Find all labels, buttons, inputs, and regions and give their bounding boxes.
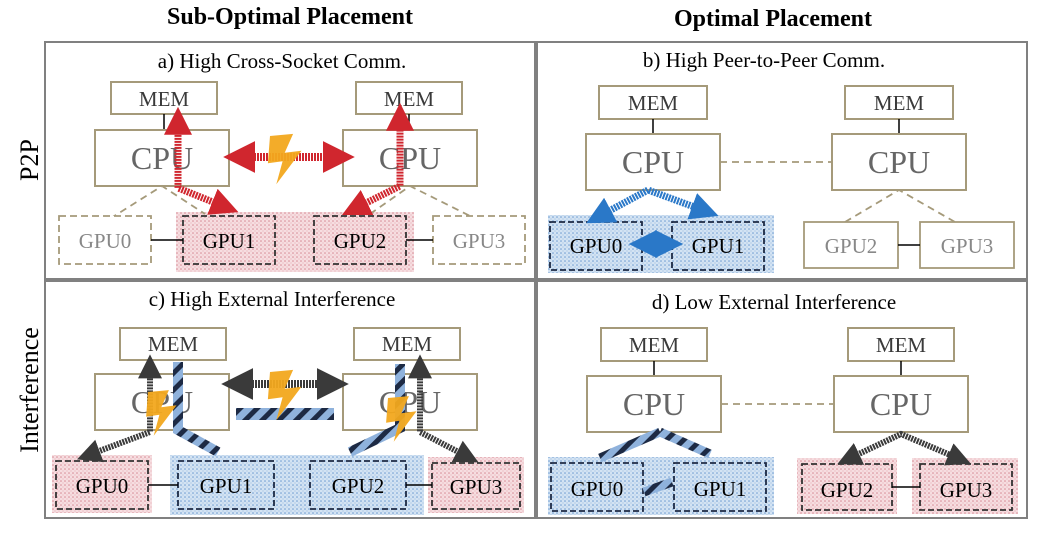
gpu-box <box>803 221 899 269</box>
mem-label: MEM <box>384 87 435 111</box>
cpu-label: CPU <box>379 140 441 176</box>
cpu-box <box>833 375 969 433</box>
gpu0-label: GPU0 <box>571 477 624 501</box>
panel-c <box>44 280 536 519</box>
mem-label: MEM <box>148 332 199 356</box>
gpu3-label: GPU3 <box>941 234 994 258</box>
panel-d-content: MEM MEM CPU CPU GPU0 GPU1 GPU2 GPU3 <box>548 327 1018 515</box>
panel-d-title: d) Low External Interference <box>652 290 896 314</box>
panel-b-title: b) High Peer-to-Peer Comm. <box>643 48 885 72</box>
gpu-box <box>550 462 644 512</box>
gpu-box <box>432 215 526 265</box>
interference-arrow <box>642 477 674 497</box>
highlight-region <box>52 455 152 513</box>
mem-box <box>847 327 955 362</box>
gpu0-label: GPU0 <box>79 229 132 253</box>
traffic-arrow <box>837 430 971 466</box>
mem-label: MEM <box>628 91 679 115</box>
gpu0-label: GPU0 <box>570 234 623 258</box>
traffic-arrow <box>408 354 479 463</box>
gpu0-label: GPU0 <box>76 474 129 498</box>
gpu-box <box>919 221 1015 269</box>
gpu-box <box>431 462 521 510</box>
highlight-region <box>176 212 414 272</box>
gpu2-label: GPU2 <box>334 229 387 253</box>
mem-label: MEM <box>382 332 433 356</box>
connector-line <box>369 184 471 217</box>
panel-a-title: a) High Cross-Socket Comm. <box>158 49 406 73</box>
interference-arrow <box>173 362 221 457</box>
p2p-arrow <box>586 186 719 224</box>
row-label-p2p: P2P <box>15 139 44 181</box>
gpu2-label: GPU2 <box>821 478 874 502</box>
connector-line <box>99 184 206 226</box>
mem-label: MEM <box>874 91 925 115</box>
connector-line <box>844 188 956 223</box>
highlight-region <box>912 458 1018 514</box>
interference-arrow <box>598 427 662 463</box>
gpu-box <box>673 462 767 512</box>
header-optimal: Optimal Placement <box>674 6 872 32</box>
mem-box <box>598 85 708 120</box>
panel-b <box>536 41 1028 280</box>
gpu-box <box>58 215 152 265</box>
traffic-arrow <box>77 354 162 463</box>
panel-c-title: c) High External Interference <box>149 287 396 311</box>
cpu-box <box>585 133 721 191</box>
gpu1-label: GPU1 <box>203 229 256 253</box>
cpu-label: CPU <box>131 140 193 176</box>
highlight-region <box>170 455 424 515</box>
panel-c-content: MEM MEM CPU CPU GPU0 GPU1 GPU2 GPU3 <box>52 327 524 515</box>
gpu1-label: GPU1 <box>692 234 745 258</box>
gpu1-label: GPU1 <box>200 474 253 498</box>
cpu-label: CPU <box>622 144 684 180</box>
row-label-interference: Interference <box>15 327 44 453</box>
panel-d <box>536 280 1028 519</box>
gpu3-label: GPU3 <box>940 478 993 502</box>
panel-a <box>44 41 536 280</box>
mem-box <box>844 85 954 120</box>
cpu-box <box>831 133 967 191</box>
gpu3-label: GPU3 <box>450 475 503 499</box>
cpu-label: CPU <box>870 386 932 422</box>
mem-label: MEM <box>876 333 927 357</box>
gpu2-label: GPU2 <box>332 474 385 498</box>
highlight-region <box>797 458 897 514</box>
cpu-label: CPU <box>623 386 685 422</box>
highlight-region <box>428 457 524 513</box>
gpu2-label: GPU2 <box>825 234 878 258</box>
mem-label: MEM <box>629 333 680 357</box>
p2p-arrow <box>164 106 239 215</box>
mem-label: MEM <box>139 87 190 111</box>
header-sub-optimal: Sub-Optimal Placement <box>167 4 413 30</box>
panel-b-content: MEM MEM CPU CPU GPU0 GPU1 GPU2 GPU3 <box>548 85 1015 273</box>
gpu1-label: GPU1 <box>694 477 747 501</box>
panel-a-content: MEM MEM CPU CPU GPU0 GPU1 GPU2 GPU3 <box>58 81 526 272</box>
gpu-box <box>313 215 407 265</box>
interference-arrow <box>658 427 712 459</box>
cpu-label: CPU <box>868 144 930 180</box>
gpu3-label: GPU3 <box>453 229 506 253</box>
